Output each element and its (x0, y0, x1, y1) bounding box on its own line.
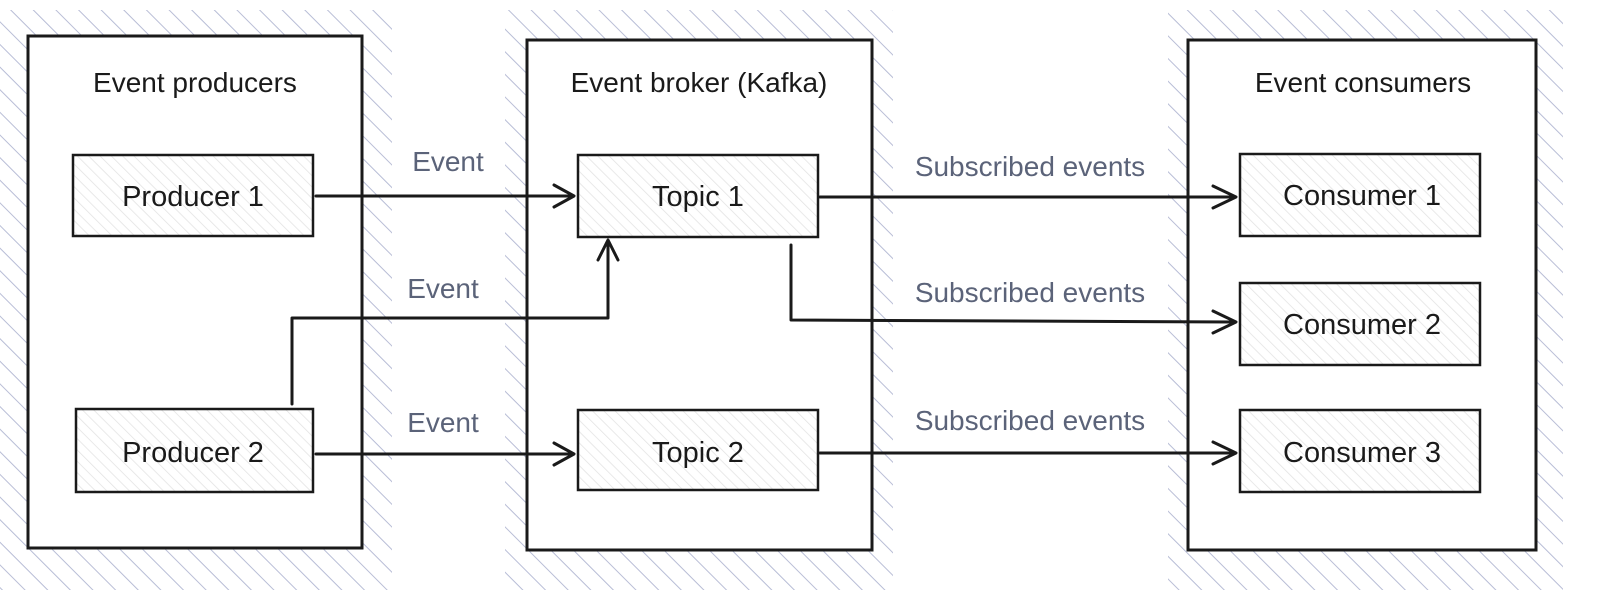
node-producer-2: Producer 2 (74, 407, 315, 494)
topic-2-label: Topic 2 (652, 437, 744, 469)
consumer-2-box (1238, 281, 1482, 367)
edge-topic1-consumer2 (789, 243, 1237, 324)
node-producer-1: Producer 1 (71, 153, 315, 238)
broker-panel-title: Event broker (Kafka) (571, 67, 828, 98)
consumer-1-label: Consumer 1 (1283, 180, 1441, 212)
edge-label-producer2-topic1: Event (407, 273, 479, 304)
edge-label-producer1-topic1: Event (412, 146, 484, 177)
arrowhead-topic1-from-producer2 (596, 238, 620, 262)
topic-1-box (576, 153, 820, 239)
topic-1-label: Topic 1 (652, 181, 744, 213)
producer-1-box (71, 153, 315, 238)
node-consumer-1: Consumer 1 (1238, 152, 1482, 238)
arrowhead-topic1-from-producer1 (552, 183, 576, 209)
node-consumer-2: Consumer 2 (1238, 281, 1482, 367)
node-consumer-3: Consumer 3 (1238, 408, 1482, 494)
edge-label-topic2-consumer3: Subscribed events (915, 405, 1145, 436)
arrowhead-topic2-from-producer2 (552, 441, 576, 467)
consumer-3-label: Consumer 3 (1283, 437, 1441, 469)
edge-label-producer2-topic2: Event (407, 407, 479, 438)
edge-label-topic1-consumer1: Subscribed events (915, 151, 1145, 182)
producers-panel-title: Event producers (93, 67, 297, 98)
edges (290, 183, 1238, 467)
node-topic-1: Topic 1 (576, 153, 820, 239)
consumers-panel-title: Event consumers (1255, 67, 1471, 98)
consumer-2-label: Consumer 2 (1283, 309, 1441, 341)
topic-2-box (576, 408, 820, 492)
edge-producer2-topic1 (290, 239, 610, 406)
consumer-1-box (1238, 152, 1482, 238)
consumer-3-box (1238, 408, 1482, 494)
node-topic-2: Topic 2 (576, 408, 820, 492)
edge-label-topic1-consumer2: Subscribed events (915, 277, 1145, 308)
producer-1-label: Producer 1 (122, 181, 264, 213)
arrowhead-consumer2 (1211, 309, 1238, 335)
producer-2-label: Producer 2 (122, 437, 264, 469)
producer-2-box (74, 407, 315, 494)
arrowhead-consumer3 (1211, 440, 1238, 466)
arrowhead-consumer1 (1211, 184, 1238, 210)
